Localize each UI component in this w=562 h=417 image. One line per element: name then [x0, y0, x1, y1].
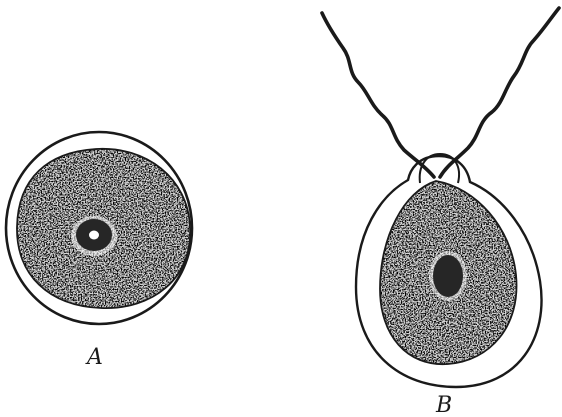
label-a: A [85, 345, 103, 370]
flagellum-left [322, 13, 434, 177]
flagellum-right [440, 8, 559, 177]
cell-a: A [0, 130, 210, 370]
cell-b-flagella [322, 8, 559, 177]
cell-a-nucleolus [89, 231, 99, 240]
cell-b-nucleus [429, 251, 467, 301]
cell-a-nucleus [71, 216, 117, 256]
label-b: B [435, 393, 452, 417]
cell-b: B [322, 8, 559, 417]
